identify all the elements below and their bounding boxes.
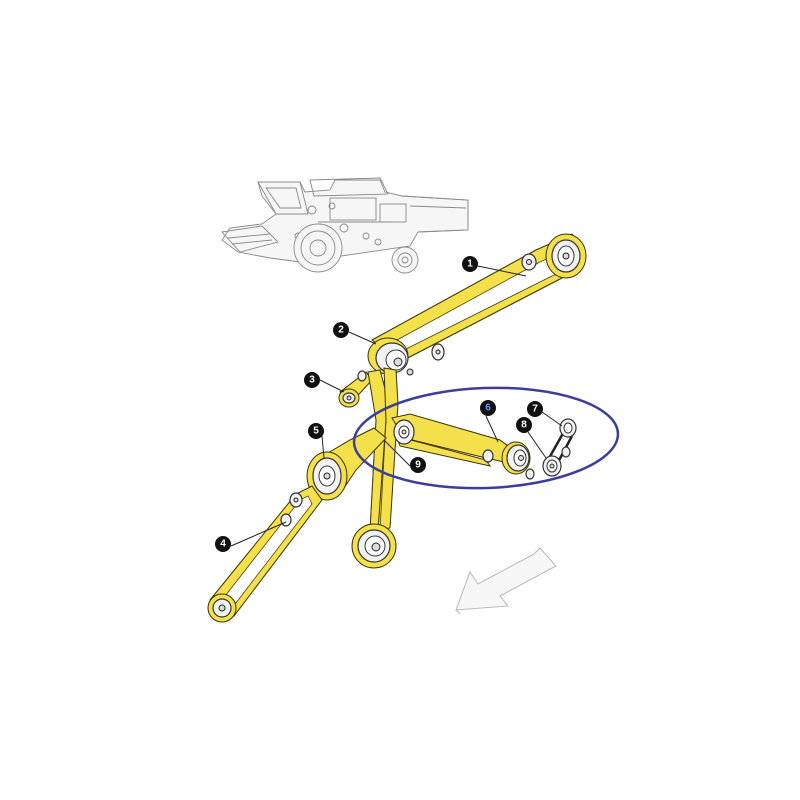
callout-3: 3 [304,372,320,388]
callout-5: 5 [308,423,324,439]
callout-leaders [230,265,563,547]
belt-4 [207,485,323,623]
pulley-bottom-9 [351,523,397,569]
svg-text:3: 3 [309,375,315,386]
svg-text:5: 5 [313,426,319,437]
belt-3 [338,370,373,408]
svg-text:2: 2 [338,325,344,336]
callout-1: 1 [462,256,478,272]
callout-4: 4 [215,536,231,552]
svg-text:6: 6 [485,403,491,414]
callout-8: 8 [516,417,532,433]
callout-7: 7 [527,401,543,417]
idler-pulley-upper [431,343,445,361]
svg-text:4: 4 [220,539,226,550]
callout-2: 2 [333,322,349,338]
chain-drive-7-8 [542,418,577,477]
svg-text:8: 8 [521,420,527,431]
pulley-top-right [521,233,587,279]
svg-text:1: 1 [467,259,473,270]
pulley-6-drive [501,441,535,480]
callout-6: 6 [480,400,496,416]
svg-text:7: 7 [532,404,538,415]
highlight-ring [352,386,620,490]
direction-arrow-icon [455,547,557,615]
belt-6 [391,413,517,467]
callout-9: 9 [410,457,426,473]
combine-harvester-icon [221,177,469,274]
svg-text:9: 9 [415,460,421,471]
